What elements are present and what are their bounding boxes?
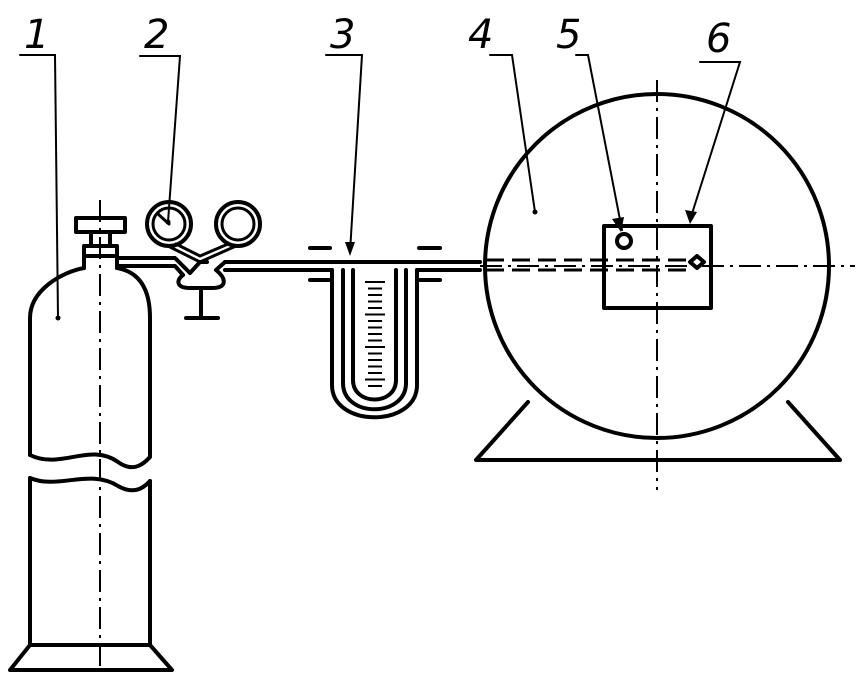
gas-cylinder [8,200,174,672]
label-6: 6 [706,16,731,62]
sample-holder [602,224,713,310]
label-5: 5 [556,12,581,58]
leader-lines [19,54,742,319]
test-chamber [474,80,855,490]
label-2: 2 [144,12,169,58]
label-3: 3 [330,12,355,58]
callout-labels: 1 2 3 4 5 6 [24,12,731,62]
manometer-scale [365,281,385,387]
arrowheads [345,210,697,256]
sensor-port [615,232,633,250]
label-4: 4 [468,12,493,58]
pressure-reducer [115,200,302,320]
u-tube-manometer [223,246,482,420]
sample-valve [688,254,706,270]
label-1: 1 [24,12,49,58]
